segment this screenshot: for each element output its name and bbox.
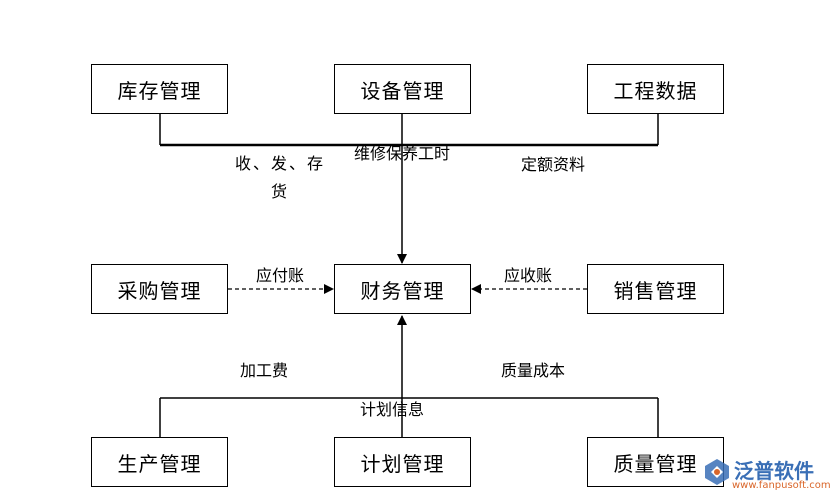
- logo-name: 泛普软件: [734, 459, 814, 483]
- label-receive-send-stock: 收、发、存货: [234, 154, 325, 201]
- label-quota-data: 定额资料: [521, 155, 586, 174]
- node-inventory: 库存管理: [91, 64, 228, 114]
- label-receivable: 应收账: [504, 266, 553, 285]
- label-plan-info: 计划信息: [360, 400, 425, 419]
- node-purchasing: 采购管理: [91, 264, 228, 314]
- logo-icon: [705, 459, 729, 485]
- node-planning: 计划管理: [334, 437, 471, 487]
- label-quality-cost: 质量成本: [501, 361, 566, 380]
- logo-url: www.fanpusoft.com: [732, 480, 831, 491]
- node-finance: 财务管理: [334, 264, 471, 314]
- node-engineering-data: 工程数据: [587, 64, 724, 114]
- label-payable: 应付账: [256, 266, 305, 285]
- label-maintenance-hours: 维修保养工时: [354, 144, 451, 163]
- fanpu-logo: 泛普软件 www.fanpusoft.com: [702, 453, 832, 497]
- node-equipment: 设备管理: [334, 64, 471, 114]
- node-production: 生产管理: [91, 437, 228, 487]
- node-sales: 销售管理: [587, 264, 724, 314]
- node-quality: 质量管理: [587, 437, 724, 487]
- label-processing-fee: 加工费: [240, 361, 289, 380]
